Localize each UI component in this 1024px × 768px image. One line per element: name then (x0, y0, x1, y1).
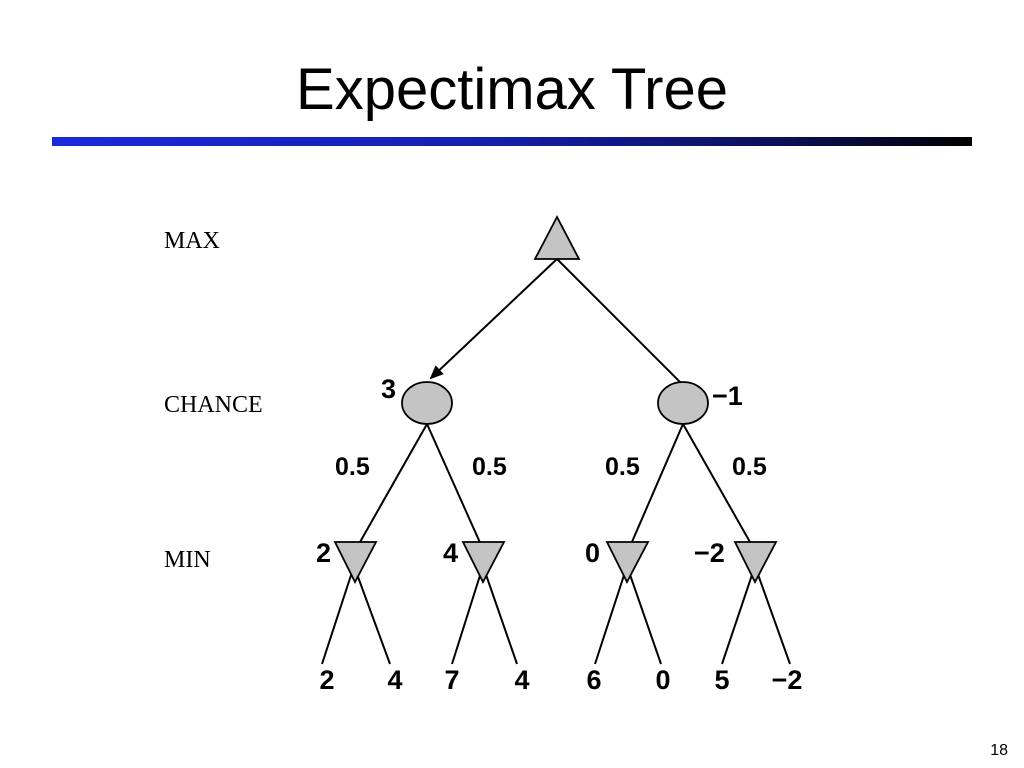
page-number: 18 (990, 742, 1008, 759)
leaf-value-2: 4 (387, 665, 402, 695)
leaf-value-4: 4 (514, 665, 529, 695)
edge-min-4-to-leaf-7 (721, 565, 756, 665)
min-node-4-triangle (733, 541, 778, 584)
leaf-value-6: 0 (655, 665, 670, 695)
chance-value-left: 3 (381, 374, 396, 404)
min-value-3: 0 (585, 538, 600, 568)
edge-min-2-to-leaf-3 (451, 565, 484, 665)
slide-title: Expectimax Tree (296, 57, 728, 122)
chance-node-right (657, 381, 709, 425)
edge-min-3-to-leaf-6 (626, 565, 662, 665)
min-value-4: −2 (694, 538, 725, 568)
edge-max-to-chance-left (429, 258, 558, 380)
leaf-value-8: −2 (772, 665, 803, 695)
chance-node-left (401, 381, 453, 425)
edge-min-2-to-leaf-4 (482, 565, 518, 665)
edge-min-4-to-leaf-8 (754, 565, 791, 665)
edge-max-to-chance-right (556, 258, 685, 387)
edge-min-3-to-leaf-5 (594, 565, 628, 665)
leaf-value-3: 7 (444, 665, 459, 695)
min-value-1: 2 (316, 538, 331, 568)
level-label-min: MIN (164, 547, 211, 573)
min-node-3-triangle (605, 541, 650, 584)
edge-min-1-to-leaf-1 (321, 565, 355, 665)
min-value-2: 4 (443, 538, 458, 568)
leaf-value-5: 6 (586, 665, 601, 695)
min-node-2-triangle (461, 541, 506, 584)
prob-label-4: 0.5 (732, 453, 767, 481)
level-label-chance: CHANCE (164, 392, 263, 418)
prob-label-2: 0.5 (472, 453, 507, 481)
edge-min-1-to-leaf-2 (353, 565, 391, 665)
max-node-triangle (533, 215, 581, 260)
leaf-value-7: 5 (714, 665, 729, 695)
min-node-1-triangle (333, 541, 378, 584)
leaf-value-1: 2 (319, 665, 334, 695)
level-label-max: MAX (164, 228, 220, 254)
prob-label-1: 0.5 (335, 453, 370, 481)
prob-label-3: 0.5 (605, 453, 640, 481)
title-rule (52, 137, 972, 146)
chance-value-right: −1 (712, 381, 743, 411)
